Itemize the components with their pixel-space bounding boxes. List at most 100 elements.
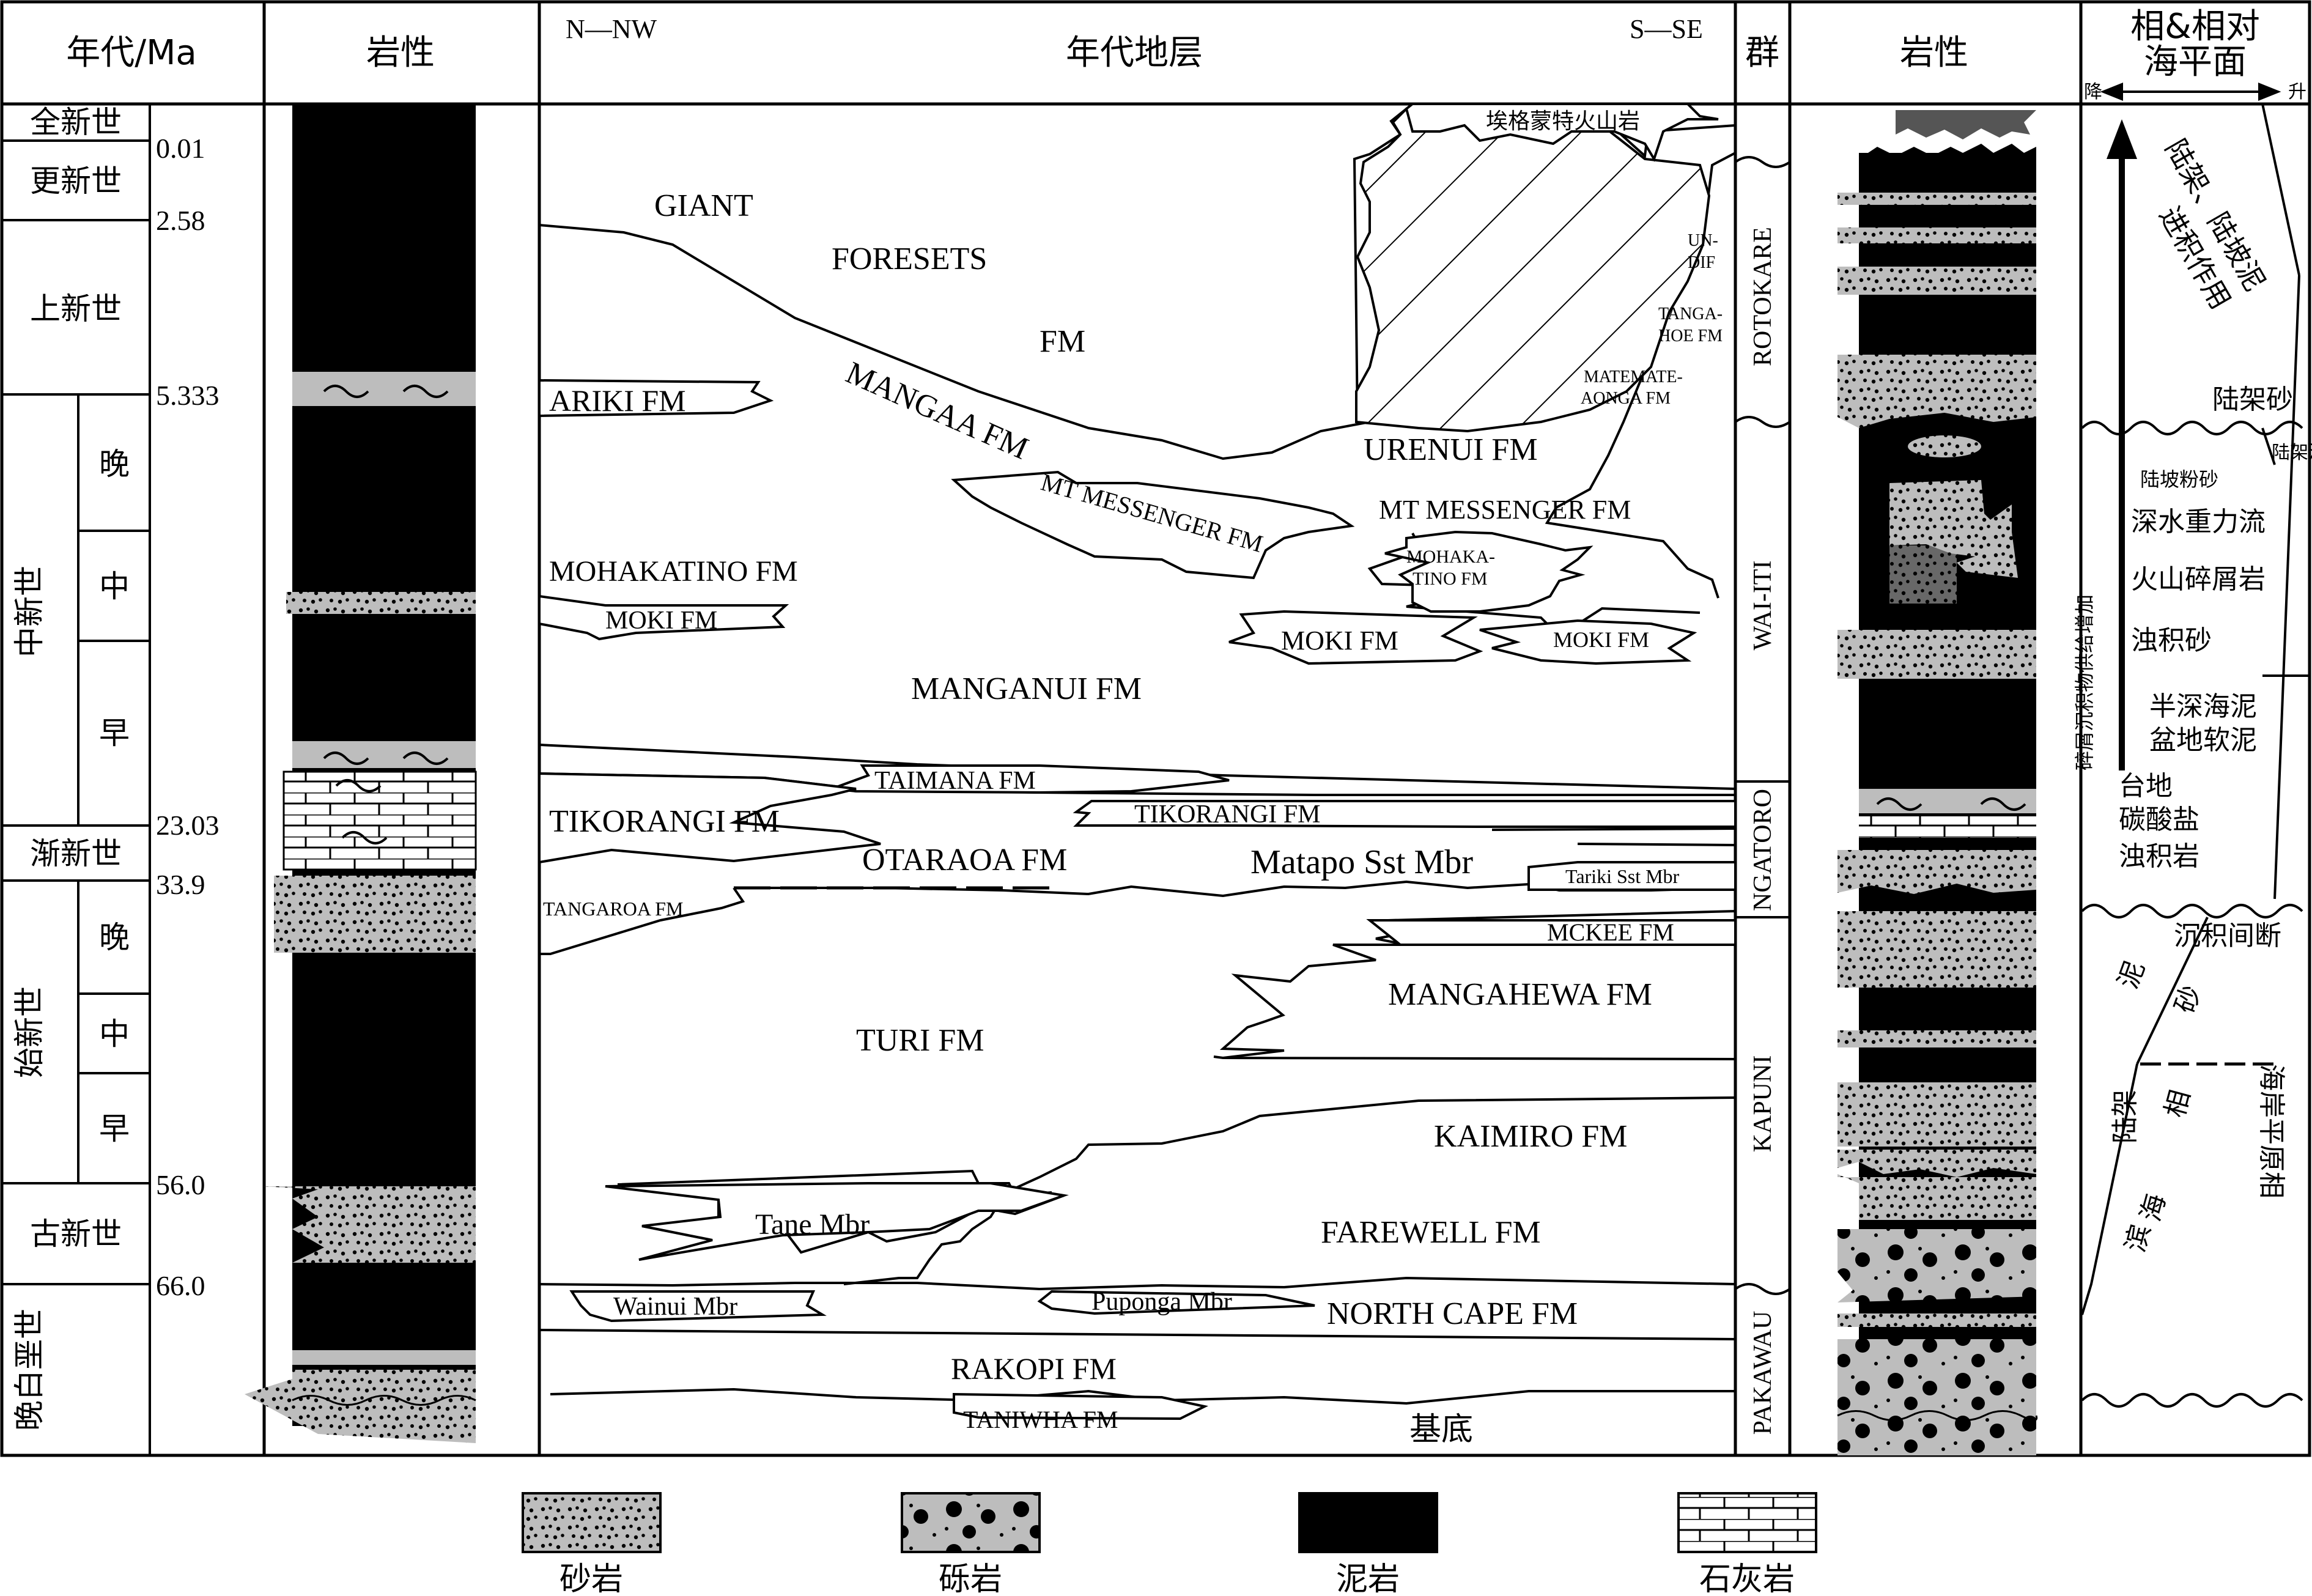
ariki-fm-body — [538, 379, 774, 418]
miocene-middle: 中 — [99, 569, 130, 604]
left-lithology-column — [245, 105, 477, 1443]
chrono-panel — [539, 103, 1736, 1405]
legend-mudstone-label: 泥岩 — [1336, 1561, 1400, 1596]
facies-deep-gravity: 深水重力流 — [2131, 506, 2266, 538]
epoch-pliocene: 上新世 — [30, 291, 122, 327]
tane-mbr-body — [605, 1182, 1069, 1261]
sea-level-fall-label: 降 — [2084, 81, 2102, 103]
label-tanga-2: HOE FM — [1658, 327, 1723, 345]
label-egmont: 埃格蒙特火山岩 — [1486, 109, 1640, 134]
label-basement: 基底 — [1409, 1411, 1473, 1448]
legend-sandstone-label: 砂岩 — [560, 1561, 623, 1596]
group-rotokare: ROTOKARE — [1749, 227, 1777, 366]
facies-turbidite-sand: 浊积砂 — [2131, 625, 2212, 656]
facies-volcaniclastic: 火山碎屑岩 — [2131, 564, 2266, 595]
epoch-late-cretaceous: 晚白垩世 — [12, 1309, 47, 1431]
group-wai-iti: WAI-ITI — [1749, 561, 1777, 651]
facies-hiatus: 沉积间断 — [2174, 920, 2281, 951]
label-mckee: MCKEE FM — [1547, 918, 1674, 946]
header-age: 年代/Ma — [66, 33, 197, 73]
taimana-fm-body — [831, 764, 1230, 794]
group-boundaries — [1734, 156, 1791, 1295]
label-urenui: URENUI FM — [1364, 432, 1538, 467]
label-mangahewa: MANGAHEWA FM — [1388, 977, 1652, 1012]
moki-right-body — [1479, 619, 1697, 665]
label-kaimiro: KAIMIRO FM — [1434, 1119, 1627, 1154]
label-fm: FM — [1040, 324, 1085, 359]
facies-shelf-facies-1: 陆架 — [2110, 1090, 2141, 1143]
legend-limestone-swatch — [1677, 1492, 1817, 1553]
epoch-miocene: 中新世 — [12, 566, 47, 657]
label-tanga-1: TANGA- — [1658, 305, 1723, 323]
label-puponga: Puponga Mbr — [1091, 1288, 1232, 1316]
age-56-0: 56.0 — [156, 1169, 205, 1200]
sea-level-arrow — [2100, 83, 2281, 101]
epoch-paleocene: 古新世 — [30, 1216, 122, 1252]
formation-bodies — [538, 103, 1737, 1421]
mohakatino-right-body — [1384, 530, 1594, 613]
label-mohakatino: MOHAKATINO FM — [549, 555, 798, 588]
taniwha-fm-body — [953, 1392, 1208, 1421]
header-lithology-right: 岩性 — [1900, 33, 1968, 73]
mt-messenger-left-body — [951, 470, 1355, 580]
header-facies-line2: 海平面 — [2144, 42, 2247, 82]
label-tariki: Tariki Sst Mbr — [1565, 865, 1680, 887]
age-66-0: 66.0 — [156, 1270, 205, 1301]
label-manganui: MANGANUI FM — [911, 671, 1142, 706]
facies-shelf-mud: 陆架泥 — [2272, 442, 2312, 464]
moki-left-body — [538, 594, 789, 641]
facies-shore-2: 海 — [2135, 1191, 2172, 1225]
facies-platform: 台地 — [2119, 770, 2173, 802]
epoch-eocene: 始新世 — [12, 986, 47, 1078]
supply-arrow — [2107, 119, 2137, 770]
label-tane: Tane Mbr — [755, 1208, 870, 1241]
facies-hemipelagic: 半深海泥 — [2149, 691, 2257, 722]
facies-carbonate: 碳酸盐 — [2119, 804, 2199, 835]
facies-shelf-sand: 陆架砂 — [2212, 384, 2293, 415]
label-giant: GIANT — [654, 188, 753, 223]
legend-limestone-label: 石灰岩 — [1699, 1561, 1795, 1596]
header-chronostratigraphy: 年代地层 — [1066, 33, 1203, 73]
label-matemate-1: MATEMATE- — [1584, 368, 1683, 386]
right-lithology-column — [1837, 110, 2038, 1455]
age-5-333: 5.333 — [156, 380, 220, 411]
header-lithology-left: 岩性 — [366, 33, 435, 73]
group-ngatoro: NGATORO — [1749, 789, 1777, 911]
label-mohaka-1: MOHAKA- — [1406, 547, 1495, 567]
epoch-pleistocene: 更新世 — [30, 163, 122, 199]
facies-shelf-facies-2: 相 — [2159, 1087, 2196, 1121]
label-undif-1: UN- — [1688, 231, 1718, 250]
legend: 砂岩 砾岩 泥岩 石灰岩 — [522, 1492, 1817, 1596]
tariki-body — [1527, 861, 1737, 891]
epoch-grid — [2, 104, 151, 1455]
direction-right: S—SE — [1630, 14, 1703, 44]
facies-slope-silt: 陆坡粉砂 — [2140, 468, 2218, 491]
label-moki-right: MOKI FM — [1553, 627, 1649, 652]
eocene-late: 晚 — [99, 920, 130, 955]
label-mohaka-2: TINO FM — [1413, 569, 1488, 589]
group-kapuni: KAPUNI — [1749, 1055, 1777, 1153]
wainui-mbr-body — [569, 1290, 827, 1323]
label-matemate-2: AONGA FM — [1581, 389, 1671, 408]
tikorangi-left-body — [538, 772, 881, 864]
facies-turbidite: 浊积岩 — [2119, 841, 2199, 872]
miocene-early: 早 — [99, 715, 130, 751]
legend-conglomerate-label: 砾岩 — [939, 1561, 1002, 1596]
puponga-mbr-body — [1037, 1290, 1315, 1315]
header-facies-line1: 相&相对 — [2130, 7, 2260, 46]
age-2-58: 2.58 — [156, 205, 205, 236]
label-foresets: FORESETS — [832, 242, 987, 276]
label-mangaa: MANGAA FM — [841, 355, 1033, 467]
label-undif-2: DIF — [1688, 253, 1715, 272]
label-taniwha: TANIWHA FM — [963, 1406, 1118, 1433]
label-mt-messenger-right: MT MESSENGER FM — [1379, 495, 1631, 525]
label-north-cape: NORTH CAPE FM — [1327, 1296, 1578, 1331]
legend-mudstone-swatch — [1298, 1492, 1438, 1553]
label-matapo: Matapo Sst Mbr — [1250, 843, 1473, 881]
label-ariki: ARIKI FM — [549, 383, 686, 418]
label-rakopi: RAKOPI FM — [951, 1351, 1117, 1386]
facies-supply-increase: 碎屑沉积物供给增加 — [2073, 594, 2096, 770]
label-turi: TURI FM — [856, 1023, 984, 1058]
label-moki-left: MOKI FM — [605, 607, 717, 635]
label-wainui: Wainui Mbr — [613, 1293, 737, 1321]
